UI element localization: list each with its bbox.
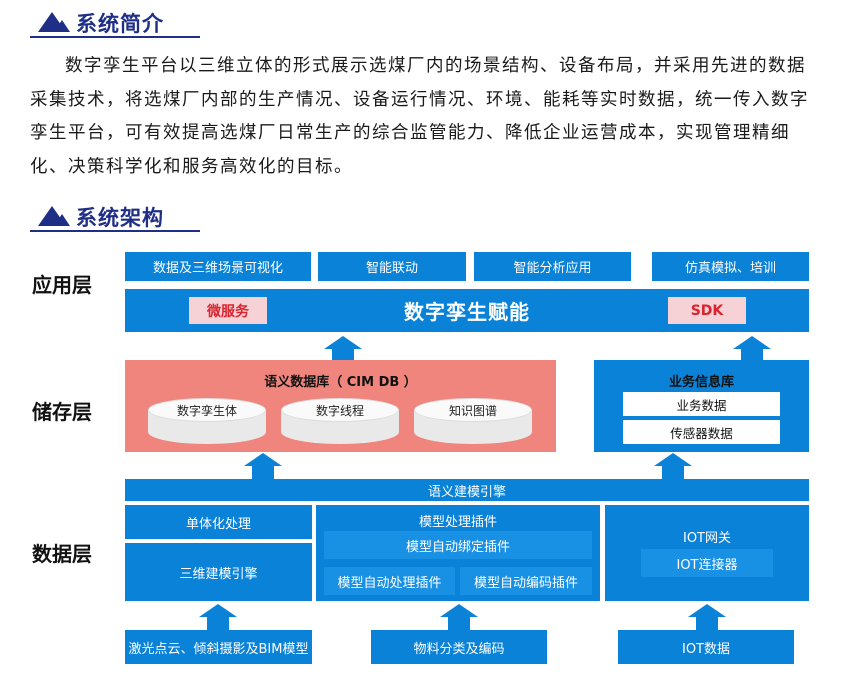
layer-label-app: 应用层 (32, 273, 92, 297)
app-box-visualization: 数据及三维场景可视化 (125, 252, 311, 281)
cylinder-label: 数字线程 (281, 398, 399, 422)
source-material-coding: 物料分类及编码 (371, 630, 547, 664)
arrow-up-icon (199, 604, 237, 630)
mountain-small-icon (54, 20, 70, 32)
business-data-box: 业务数据 (623, 392, 780, 416)
intro-paragraph: 数字孪生平台以三维立体的形式展示选煤厂内的场景结构、设备布局，并采用先进的数据采… (30, 56, 809, 177)
source-iot-data: IOT数据 (618, 630, 794, 664)
3d-modeling-engine-box: 三维建模引擎 (125, 543, 312, 601)
mountain-small-icon (54, 214, 70, 226)
cylinder-label: 数字孪生体 (148, 398, 266, 422)
layer-label-storage: 储存层 (32, 400, 92, 424)
model-plugin-title: 模型处理插件 (418, 515, 497, 530)
semantic-db-title: 语义数据库（ CIM DB ） (264, 375, 417, 390)
source-pointcloud-bim: 激光点云、倾斜摄影及BIM模型 (125, 630, 312, 664)
sensor-data-box: 传感器数据 (623, 420, 780, 444)
arrow-up-icon (688, 604, 726, 630)
arrow-up-icon (440, 604, 478, 630)
cylinder-digital-twin: 数字孪生体 (148, 398, 266, 444)
semantic-engine-bar: 语义建模引擎 (125, 479, 809, 501)
arrow-up-icon (324, 336, 362, 362)
digital-twin-empower-label: 数字孪生赋能 (404, 300, 530, 324)
business-db-title: 业务信息库 (668, 375, 734, 390)
arrow-up-icon (733, 336, 771, 362)
cylinder-label: 知识图谱 (414, 398, 532, 422)
layer-label-data: 数据层 (32, 542, 92, 566)
arrow-up-icon (654, 453, 692, 479)
cylinder-knowledge-graph: 知识图谱 (414, 398, 532, 444)
section-title-intro: 系统简介 (76, 12, 164, 36)
section-underline (30, 36, 200, 38)
arrow-up-icon (244, 453, 282, 479)
app-box-analysis: 智能分析应用 (474, 252, 631, 281)
section-title-architecture: 系统架构 (76, 206, 164, 230)
model-binding-plugin-box: 模型自动绑定插件 (324, 531, 592, 559)
iot-connector-box: IOT连接器 (641, 549, 773, 577)
monomer-processing-box: 单体化处理 (125, 505, 312, 539)
iot-gateway-title: IOT网关 (682, 531, 731, 546)
app-box-simulation: 仿真模拟、培训 (652, 252, 809, 281)
model-auto-encode-plugin-box: 模型自动编码插件 (460, 567, 592, 595)
model-auto-process-plugin-box: 模型自动处理插件 (324, 567, 455, 595)
section-underline (30, 230, 200, 232)
app-box-linkage: 智能联动 (318, 252, 466, 281)
cylinder-digital-thread: 数字线程 (281, 398, 399, 444)
sdk-tag: SDK (668, 297, 746, 324)
microservice-tag: 微服务 (189, 297, 267, 324)
